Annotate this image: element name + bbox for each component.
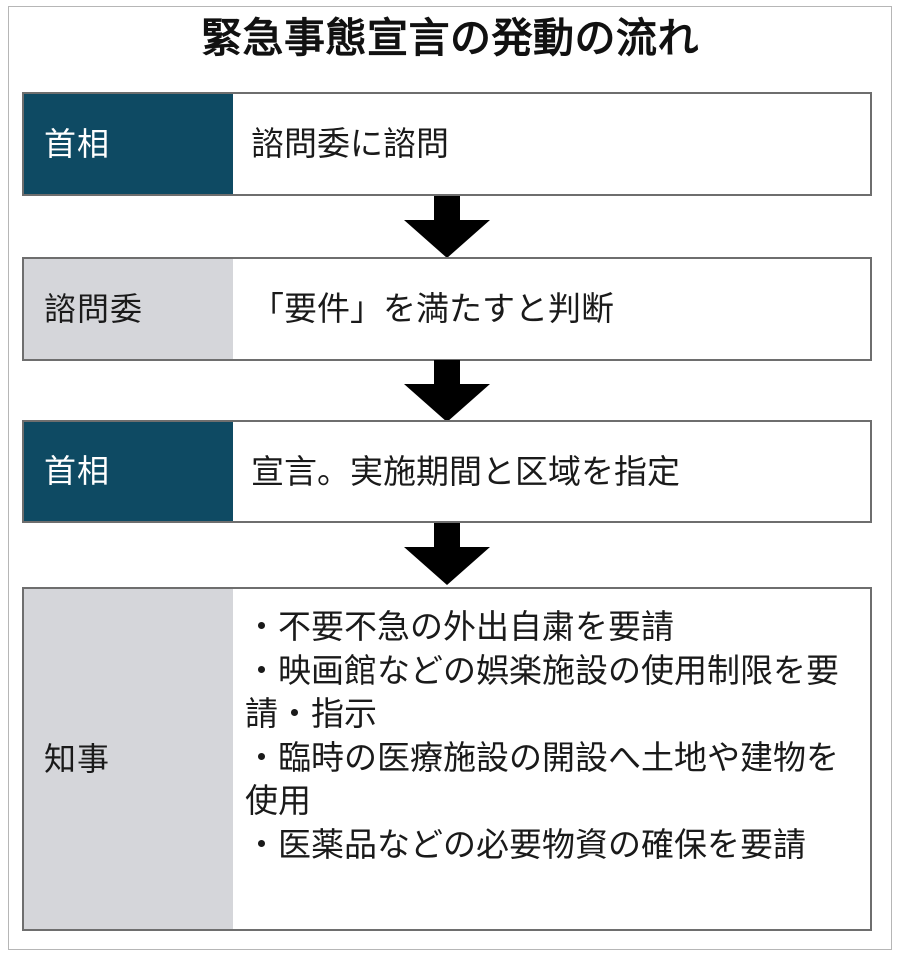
measures-list-item: 映画館などの娯楽施設の使用制限を要請・指示 (245, 649, 856, 736)
flow-step-4-actor: 知事 (24, 589, 233, 929)
flow-arrow-down-icon (404, 523, 490, 585)
measures-list-item: 不要不急の外出自粛を要請 (245, 605, 856, 649)
page-title: 緊急事態宣言の発動の流れ (201, 15, 699, 61)
flow-step-1-text: 諮問委に諮問 (233, 94, 870, 194)
measures-list-item: 臨時の医療施設の開設へ土地や建物を使用 (245, 736, 856, 823)
flow-step-2: 諮問委 「要件」を満たすと判断 (22, 257, 872, 361)
flow-step-3-actor: 首相 (24, 422, 233, 521)
flow-step-2-actor: 諮問委 (24, 259, 233, 359)
flow-step-1-actor: 首相 (24, 94, 233, 194)
flow-arrow-down-icon (404, 360, 490, 422)
flow-step-1: 首相 諮問委に諮問 (22, 92, 872, 196)
flow-step-2-text: 「要件」を満たすと判断 (233, 259, 870, 359)
flow-arrow-down-icon (404, 196, 490, 258)
flow-step-3: 首相 宣言。実施期間と区域を指定 (22, 420, 872, 523)
flow-step-4-body: 不要不急の外出自粛を要請映画館などの娯楽施設の使用制限を要請・指示臨時の医療施設… (233, 589, 870, 929)
measures-list-item: 医薬品などの必要物資の確保を要請 (245, 823, 856, 867)
flow-step-4: 知事 不要不急の外出自粛を要請映画館などの娯楽施設の使用制限を要請・指示臨時の医… (22, 587, 872, 931)
measures-list: 不要不急の外出自粛を要請映画館などの娯楽施設の使用制限を要請・指示臨時の医療施設… (245, 605, 856, 866)
flow-step-3-text: 宣言。実施期間と区域を指定 (233, 422, 870, 521)
